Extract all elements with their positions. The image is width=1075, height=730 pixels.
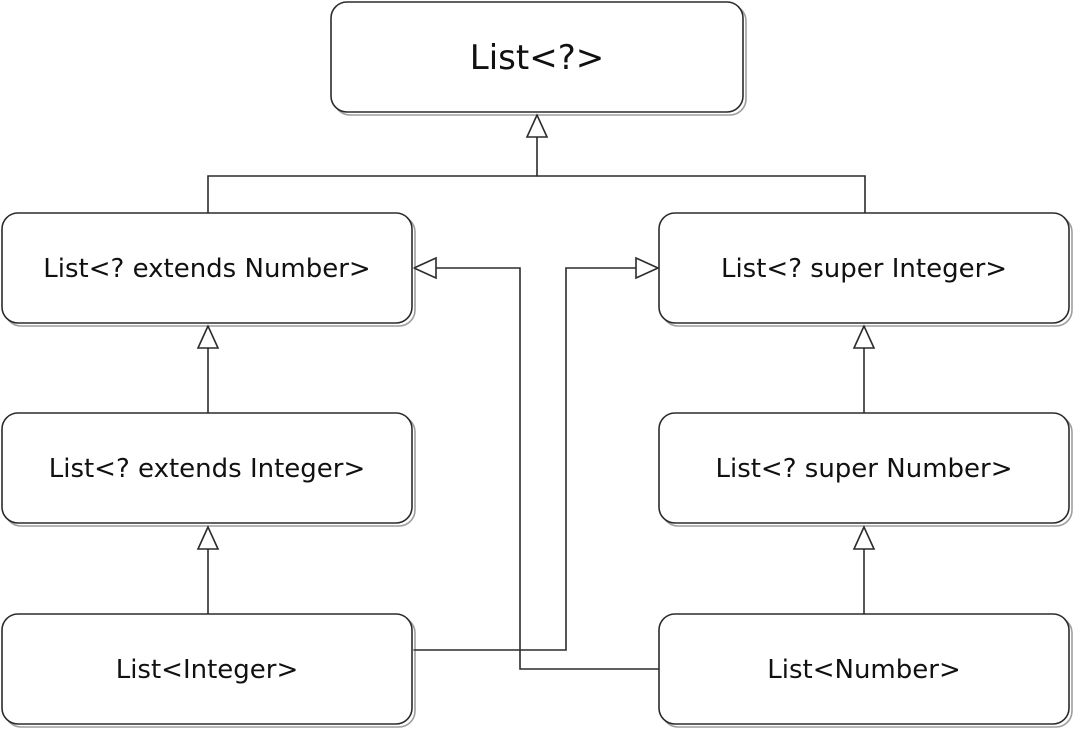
- arrowhead-super-integer-bottom: [852, 324, 876, 349]
- edge-number-to-extends-number: [436, 267, 659, 670]
- node-list-extends-number: List<? extends Number>: [1, 212, 416, 327]
- node-list-number-label: List<Number>: [767, 655, 960, 685]
- node-list-super-integer-label: List<? super Integer>: [721, 254, 1007, 284]
- node-list-wildcard-label: List<?>: [470, 38, 604, 78]
- arrowhead-wildcard: [525, 113, 549, 138]
- arrowhead-extends-number-bottom: [196, 324, 220, 349]
- arrowhead-super-number-bottom: [852, 525, 876, 550]
- node-list-number: List<Number>: [658, 613, 1073, 728]
- arrowhead-super-integer-left: [635, 256, 660, 280]
- edge-extends-number-to-wildcard: [207, 137, 538, 213]
- node-list-extends-integer: List<? extends Integer>: [1, 412, 416, 527]
- arrowhead-extends-integer-bottom: [196, 525, 220, 550]
- node-list-super-number-label: List<? super Number>: [715, 454, 1012, 484]
- node-list-wildcard: List<?>: [330, 1, 747, 116]
- node-list-super-integer: List<? super Integer>: [658, 212, 1073, 327]
- node-list-extends-integer-label: List<? extends Integer>: [49, 454, 366, 484]
- edges: [196, 113, 876, 670]
- node-list-extends-number-label: List<? extends Number>: [43, 254, 370, 284]
- node-list-integer-label: List<Integer>: [116, 655, 299, 685]
- edge-integer-to-super-integer: [413, 267, 636, 651]
- arrowhead-extends-number-right: [412, 256, 437, 280]
- node-list-integer: List<Integer>: [1, 613, 416, 728]
- edge-super-integer-to-wildcard: [537, 175, 866, 213]
- node-list-super-number: List<? super Number>: [658, 412, 1073, 527]
